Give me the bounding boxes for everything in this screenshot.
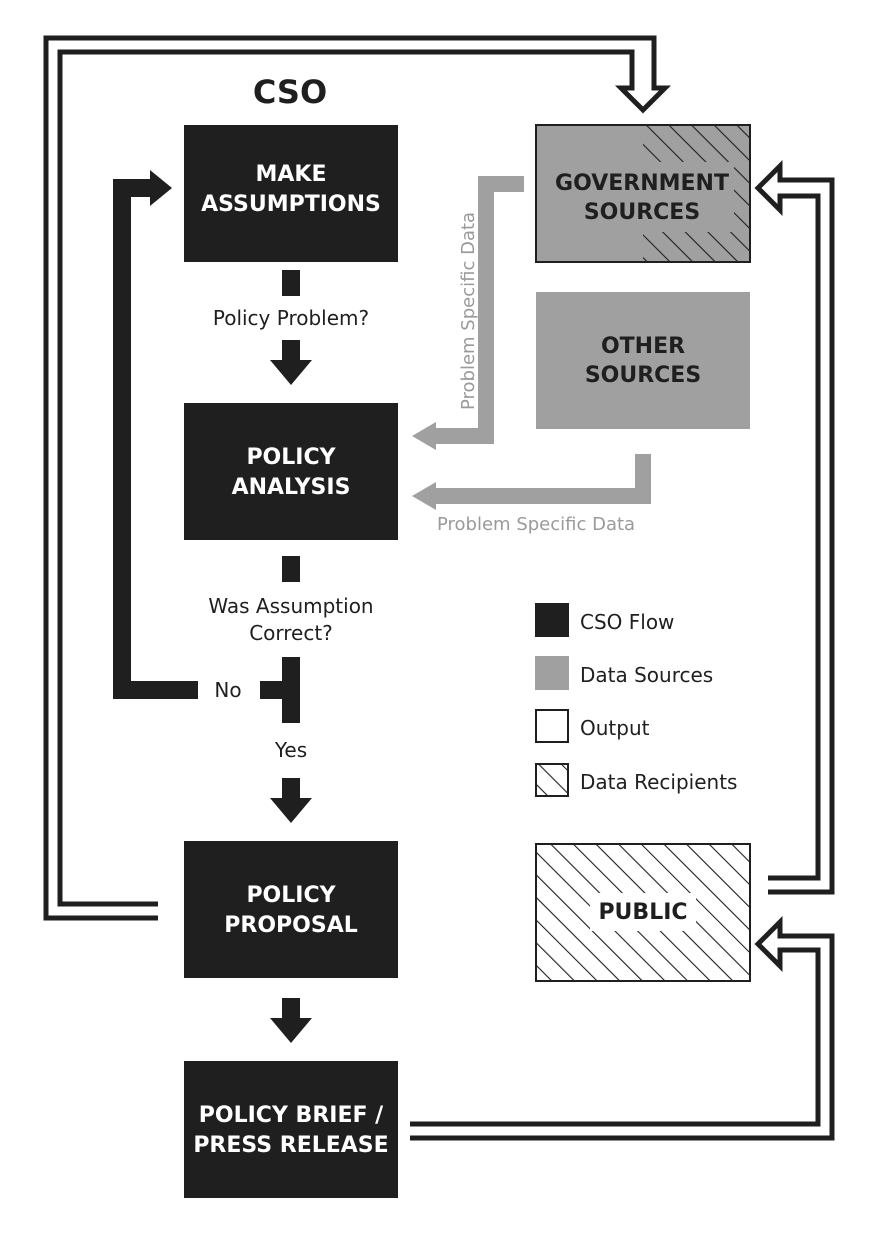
policy-proposal-label-line1: POLICY (246, 883, 336, 908)
legend-label-data-sources: Data Sources (580, 663, 713, 687)
policy-problem-label: Policy Problem? (213, 306, 369, 330)
policy-analysis-label-line2: ANALYSIS (232, 475, 351, 500)
connector-stub-2 (282, 556, 300, 582)
legend-label-cso-flow: CSO Flow (580, 610, 674, 634)
government-sources-label-line2: SOURCES (584, 200, 700, 225)
arrow-to-policy-brief (270, 998, 312, 1043)
legend-item-data-sources: Data Sources (535, 656, 713, 690)
legend-item-cso-flow: CSO Flow (535, 603, 674, 637)
public-to-government-arrow (754, 159, 835, 895)
public-label: PUBLIC (598, 900, 687, 925)
legend: CSO Flow Data Sources Output Data Recipi… (535, 603, 737, 797)
other-sources-label-line2: SOURCES (585, 363, 701, 388)
yes-label: Yes (274, 738, 307, 762)
legend-swatch-cso-flow (535, 603, 569, 637)
legend-label-output: Output (580, 716, 650, 740)
decision-branch-no-stub (260, 681, 288, 699)
policy-proposal-label-line2: PROPOSAL (224, 913, 357, 938)
other-sources-box: OTHER SOURCES (536, 292, 750, 429)
arrow-to-policy-proposal (270, 778, 312, 823)
legend-swatch-data-sources (535, 656, 569, 690)
no-feedback-arrow (113, 170, 198, 699)
government-data-arrow (412, 176, 524, 450)
public-box: PUBLIC (535, 843, 751, 982)
other-problem-specific-data-label: Problem Specific Data (437, 514, 635, 535)
make-assumptions-box: MAKE ASSUMPTIONS (184, 125, 398, 262)
policy-brief-box: POLICY BRIEF / PRESS RELEASE (184, 1061, 398, 1198)
government-problem-specific-data-label: Problem Specific Data (458, 212, 479, 410)
policy-brief-label-line1: POLICY BRIEF / (199, 1103, 384, 1128)
decision-branch-vertical (282, 657, 300, 723)
other-sources-data-arrow (412, 454, 651, 510)
make-assumptions-label-line2: ASSUMPTIONS (201, 192, 381, 217)
government-sources-label-line1: GOVERNMENT (555, 171, 729, 196)
diagram-title: CSO (253, 73, 327, 111)
proposal-to-government-arrow (43, 35, 672, 921)
policy-proposal-box: POLICY PROPOSAL (184, 841, 398, 978)
was-assumption-correct-label-line2: Correct? (249, 621, 333, 645)
legend-swatch-output (535, 709, 569, 743)
policy-analysis-box: POLICY ANALYSIS (184, 403, 398, 540)
other-sources-label-line1: OTHER (601, 334, 685, 359)
policy-analysis-label-line1: POLICY (246, 445, 336, 470)
legend-item-data-recipients: Data Recipients (535, 763, 737, 797)
arrow-to-policy-analysis (270, 340, 312, 385)
no-label: No (214, 678, 241, 702)
policy-brief-label-line2: PRESS RELEASE (193, 1133, 388, 1158)
brief-to-public-arrow (410, 915, 835, 1141)
connector-stub-1 (282, 270, 300, 296)
legend-item-output: Output (535, 709, 650, 743)
government-sources-box: GOVERNMENT SOURCES (535, 124, 751, 263)
legend-swatch-data-recipients (535, 763, 569, 797)
legend-label-data-recipients: Data Recipients (580, 770, 737, 794)
was-assumption-correct-label-line1: Was Assumption (208, 594, 373, 618)
make-assumptions-label-line1: MAKE (256, 162, 327, 187)
